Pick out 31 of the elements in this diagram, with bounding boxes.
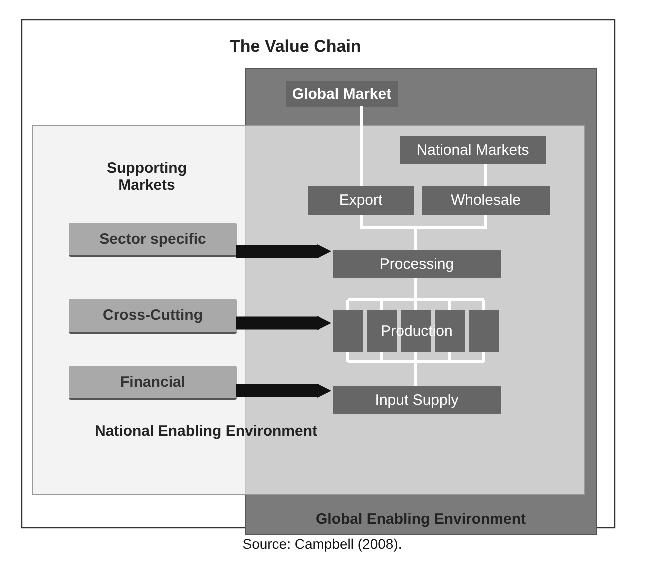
node-label: Cross-Cutting [103,307,203,324]
chain-box [422,186,550,215]
block-arrow [236,244,332,258]
panel-heading: National Enabling Environment [95,423,318,440]
connector-line [414,362,418,386]
node-label: Processing [380,256,454,272]
diagram-title: The Value Chain [230,37,362,57]
connector-line [414,278,418,300]
chain-box [333,386,501,414]
node-label: Sector specific [100,230,206,248]
chain-box [400,136,546,164]
block-arrow [236,316,332,330]
block-arrow [236,384,332,398]
market-box [69,366,237,400]
node-label: Wholesale [450,192,522,209]
node-label: Export [339,192,383,209]
section-heading: Supporting Markets [106,160,188,194]
chain-box [333,250,501,278]
chain-box [286,81,398,107]
market-box [69,223,237,257]
connector-line [414,215,488,250]
panel-heading: Global Enabling Environment [316,511,526,528]
node-label: Financial [120,374,186,390]
connector-line [360,106,364,186]
connector-line [484,164,488,186]
node-label: National Markets [416,142,530,158]
market-box [69,299,237,334]
node-label: Input Supply [375,392,459,408]
node-label: Global Market [292,86,392,102]
source-caption: Source: Campbell (2008). [242,536,404,552]
chain-box [308,186,414,215]
